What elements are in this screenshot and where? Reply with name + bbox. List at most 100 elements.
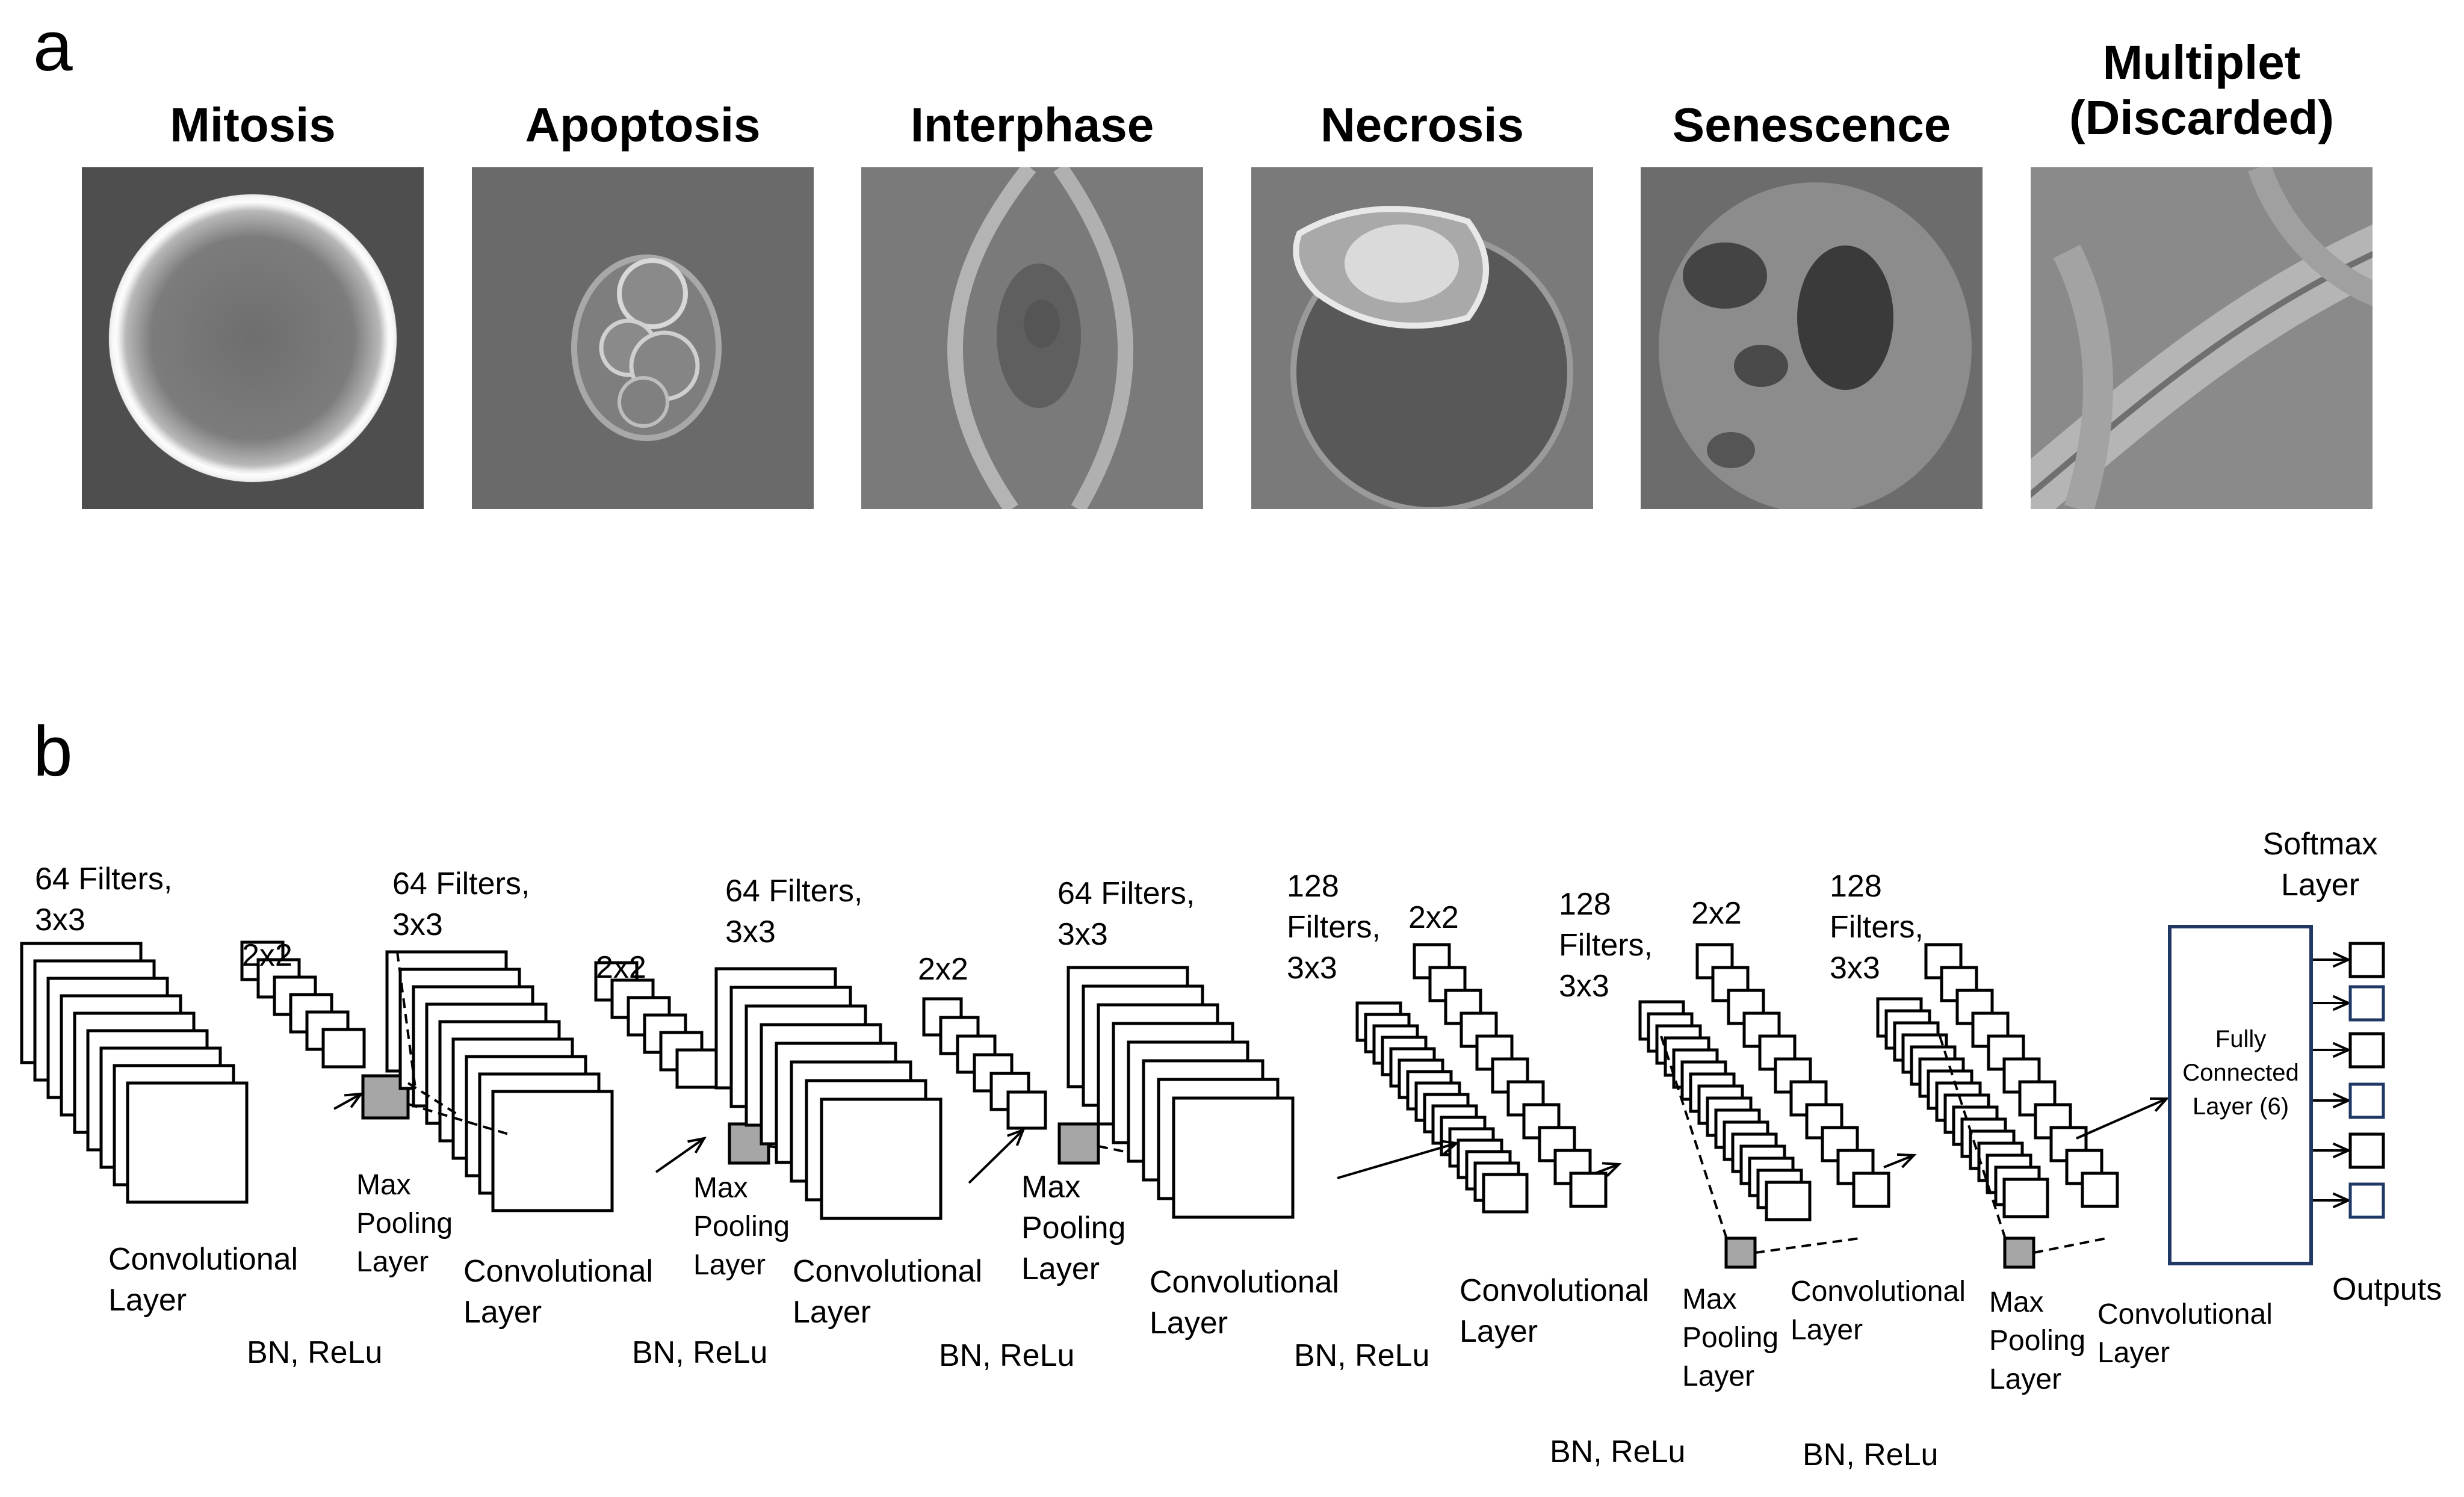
label-bn-relu-4: BN, ReLu [1294,1338,1429,1373]
label-bn-relu-2: BN, ReLu [632,1335,767,1370]
pool-2x2-5-stack [1569,1171,1608,1208]
cell-image-apoptosis [472,167,814,509]
dashed-connector [396,951,416,1088]
conv-layer-3-stack [820,1097,943,1220]
max-pool-6 [2003,1236,2035,1269]
label-2x2-5: 2x2 [1691,896,1742,931]
conv-layer-7-stack [2002,1178,2049,1218]
arrow-to-pool6 [1883,1154,1915,1168]
cell-image-interphase [861,167,1203,509]
pool-2x2-2-stack [675,1048,720,1089]
title-multiplet-line2: (Discarded) [2069,91,2335,144]
arrow-fc-to-output-2-head [2332,995,2351,1011]
arrow-to-pool5-head [1602,1162,1622,1178]
pool-2x2-3-stack [1006,1090,1047,1130]
output-node-3 [2348,1032,2385,1069]
conv-layer-1-stack [126,1081,249,1204]
label-64-filters-2: 64 Filters,3x3 [392,866,530,942]
dashed-connector [407,1082,459,1116]
conv-layer-4-stack [1172,1096,1295,1219]
output-node-2 [2348,985,2385,1022]
cell-image-mitosis [82,167,424,509]
title-multiplet: Multiplet (Discarded) [2015,35,2388,146]
label-bn-relu-1: BN, ReLu [247,1335,382,1370]
label-64-filters-3: 64 Filters,3x3 [725,874,862,949]
label-64-filters-4: 64 Filters,3x3 [1057,876,1195,952]
pool-2x2-1-stack [321,1028,366,1069]
label-64-filters-1: 64 Filters,3x3 [35,862,172,937]
title-apoptosis: Apoptosis [525,98,761,152]
cell-image-necrosis [1251,167,1593,509]
arrow-conv3-to-pool3 [968,1129,1024,1184]
fully-connected-layer [2168,925,2313,1265]
arrow-fc-to-output-1-head [2332,951,2351,968]
dashed-connector [407,1103,509,1135]
dashed-connector [1660,1036,1729,1241]
conv-layer-2-stack [491,1090,614,1212]
panel-a-letter: a [33,7,73,86]
label-bn-relu-6: BN, ReLu [1803,1437,1938,1472]
arrow-fc-to-output-5-head [2332,1142,2351,1159]
label-2x2-3: 2x2 [918,952,968,987]
dashed-connector [2033,1237,2107,1254]
pool-2x2-6-stack [1852,1171,1890,1208]
arrow-fc-to-output-4-head [2332,1092,2351,1109]
label-outputs: Outputs [2332,1272,2442,1307]
label-2x2-2: 2x2 [596,950,646,985]
output-node-6 [2348,1182,2385,1219]
arrow-conv2-to-pool2-head [687,1137,707,1154]
arrow-conv4-to-conv5 [1337,1142,1457,1179]
label-2x2-1: 2x2 [242,938,293,973]
arrow-conv1-to-pool1 [333,1093,362,1110]
label-2x2-4: 2x2 [1408,900,1459,935]
conv-layer-6-stack [1765,1181,1812,1221]
output-node-1 [2348,942,2385,978]
label-bn-relu-5: BN, ReLu [1550,1434,1685,1469]
arrow-conv4-to-conv5-head [1439,1140,1460,1155]
arrow-to-pool6-head [1896,1153,1917,1168]
dashed-connector [1754,1237,1860,1254]
max-pool-5 [1724,1236,1757,1269]
panel-b-letter: b [33,712,73,791]
title-multiplet-line1: Multiplet [2102,35,2301,89]
dashed-connector [1939,1036,2007,1241]
title-interphase: Interphase [910,98,1154,152]
arrow-fc-to-output-3-head [2332,1042,2351,1058]
cell-image-senescence [1641,167,1983,509]
conv-layer-5-stack [1482,1173,1529,1214]
pool-2x2-7-stack [2081,1171,2119,1208]
max-pool-3 [1057,1122,1100,1165]
arrow-conv7-to-fc [2076,1097,2167,1140]
arrow-conv1-to-pool1-head [344,1092,364,1108]
cell-image-multiplet [2031,167,2373,509]
arrow-fc-to-output-6-head [2332,1192,2351,1209]
arrow-conv7-to-fc-head [2149,1097,2170,1113]
title-mitosis: Mitosis [170,98,336,152]
arrow-to-pool5 [1594,1163,1620,1174]
title-senescence: Senescence [1672,98,1951,152]
arrow-conv3-to-pool3-head [1007,1128,1026,1146]
output-node-4 [2348,1082,2385,1119]
title-necrosis: Necrosis [1320,98,1524,152]
output-node-5 [2348,1132,2385,1169]
label-bn-relu-3: BN, ReLu [939,1338,1074,1373]
